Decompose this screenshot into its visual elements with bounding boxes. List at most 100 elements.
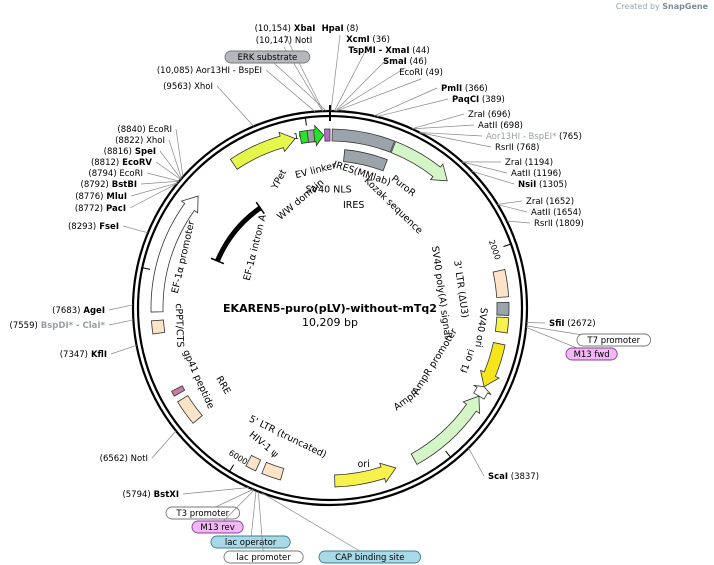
site-leader [265,69,316,112]
site-leader [506,220,531,224]
feature-label-3-ltr-u3: 3' LTR (ΔU3) [451,260,470,319]
site-label-xbai: (10,154) XbaI [255,24,316,34]
feature-sv40-poly-a-signal [496,301,510,316]
site-position: (366) [462,84,488,94]
primer-label-m13-fwd: M13 fwd [574,350,610,360]
feature-rre [177,395,203,424]
site-position: (768) [514,143,540,153]
site-leader [376,98,449,117]
site-name: BstXI [151,490,179,500]
feature-label-cppt-cts: cPPT/CTS [173,303,186,348]
primer-label-lac-operator: lac operator [225,538,277,548]
feature-label-ori: ori [357,459,369,470]
site-position: (44) [410,46,430,56]
site-leader [462,161,508,174]
site-name: AatII [478,121,497,131]
site-name: EcoRV [119,158,152,168]
feature-ori [334,462,397,488]
site-position: (9563) [163,82,191,92]
site-name: TspMI - XmaI [348,46,409,56]
site-name: KflI [88,350,107,360]
site-position: (7347) [60,350,88,360]
feature-ef-1-intron-a-cap [255,201,265,215]
primer-pill-t3-promoter [165,506,241,520]
site-label-ecori: EcoRI (49) [399,68,443,78]
primer-label-m13-rev: M13 rev [200,523,234,533]
primer-label-lac-promoter: lac promoter [236,553,291,563]
site-name: Aor13HI - BspEI [193,66,262,76]
site-position: (1305) [536,180,567,190]
site-label-bspdi-clai: (7559) BspDI* - ClaI* [10,321,106,331]
site-position: (8792) [81,180,109,190]
primer-pill-cap-binding-site [318,550,422,564]
site-label-aor13hi-bspei: (10,085) Aor13HI - BspEI [157,66,262,76]
site-position: (6562) [100,454,128,464]
primer-label-t3-promoter: T3 promoter [175,509,229,519]
site-name: FseI [96,222,119,232]
site-label-aatii: AatII (1196) [511,169,561,179]
site-leader [108,304,134,311]
plasmid-name: EKAREN5-puro(pLV)-without-mTq2 [223,302,437,315]
site-name: ScaI [488,472,508,482]
site-leader [411,113,465,130]
site-leader [373,87,438,117]
feature-sv40-ori [494,316,510,334]
site-position: (3837) [508,472,539,482]
feature-ires-mmlab [331,128,396,153]
site-leader [216,85,254,127]
site-position: (8293) [68,222,96,232]
site-position: (1654) [550,208,581,218]
site-name: AatII [511,169,530,179]
feature-ef-1-intron-a [215,205,262,262]
feature-label-ampr: AmpR [392,387,422,413]
site-name: Aor13HI - BspEI* [486,132,556,142]
site-position: (2672) [565,319,596,329]
site-leader [419,132,483,137]
site-leader [335,78,422,112]
feature-ampr [410,395,480,465]
site-leader [182,487,249,495]
feature-ypet [229,131,296,170]
site-name: RsrII [534,219,553,229]
feature-label-sv40-poly-a-signal: SV40 poly(A) signal [429,245,453,338]
feature-label-puror: PuroR [389,173,418,199]
site-label-smai: SmaI (46) [383,57,427,67]
site-leader [122,225,149,234]
site-leader [110,344,137,355]
primer-pill-m13-rev [191,520,244,534]
feature-puror [390,140,448,182]
ruler-tick [142,267,151,270]
site-label-xcmi: XcmI (36) [346,35,390,45]
feature-label-sv40-nls: SV40 NLS [306,185,352,196]
site-leader [471,170,515,185]
site-label-fsei: (8293) FseI [68,222,119,232]
site-position: (10,147) [256,36,292,46]
feature-5-ltr-truncated [261,461,285,481]
site-position: (10,154) [255,24,291,34]
feature-label-ampr-promoter: AmpR promoter [410,327,459,397]
plasmid-size: 10,209 bp [302,316,358,329]
site-name: NotI [128,454,148,464]
site-position: (8816) [104,147,132,157]
site-position: (1196) [530,169,561,179]
feature-label-ires: IRES [343,200,364,211]
site-label-pmli: PmlI (366) [441,84,488,94]
feature-gp41-peptide [171,385,186,397]
site-name: AatII [531,208,550,218]
site-label-aatii: AatII (698) [478,121,523,131]
site-leader [108,319,134,326]
site-position: (49) [423,68,443,78]
site-position: (1809) [553,219,584,229]
site-leader [155,161,181,180]
feature-erk-substrate [324,128,331,142]
primer-label-t7-promoter: T7 promoter [586,336,640,346]
site-label-spei: (8816) SpeI [104,147,156,157]
site-position: (8794) [88,169,116,179]
site-label-zrai: ZraI (1194) [505,158,553,168]
snapgene-watermark: Created by SnapGene [616,2,708,11]
site-position: (36) [370,35,390,45]
site-position: (8) [344,24,359,34]
site-name: PacI [103,204,126,214]
site-label-ecori: (8794) EcoRI [88,169,143,179]
